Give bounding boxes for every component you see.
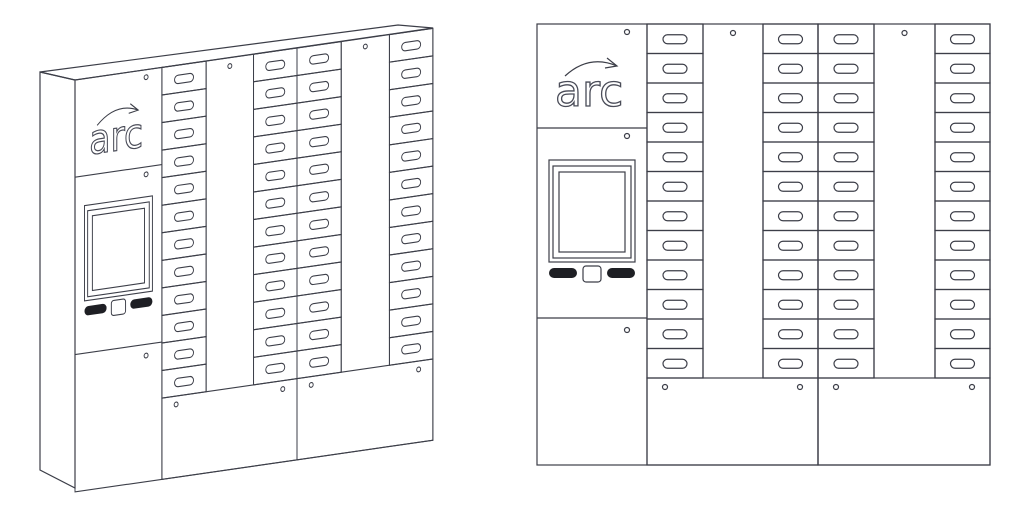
isometric-view (39, 24, 434, 493)
locker-front-face-iso (74, 27, 434, 493)
front-view (536, 23, 991, 466)
locker-side-face (39, 71, 76, 489)
locker-top-face (39, 24, 434, 81)
locker-front-face (536, 23, 991, 466)
